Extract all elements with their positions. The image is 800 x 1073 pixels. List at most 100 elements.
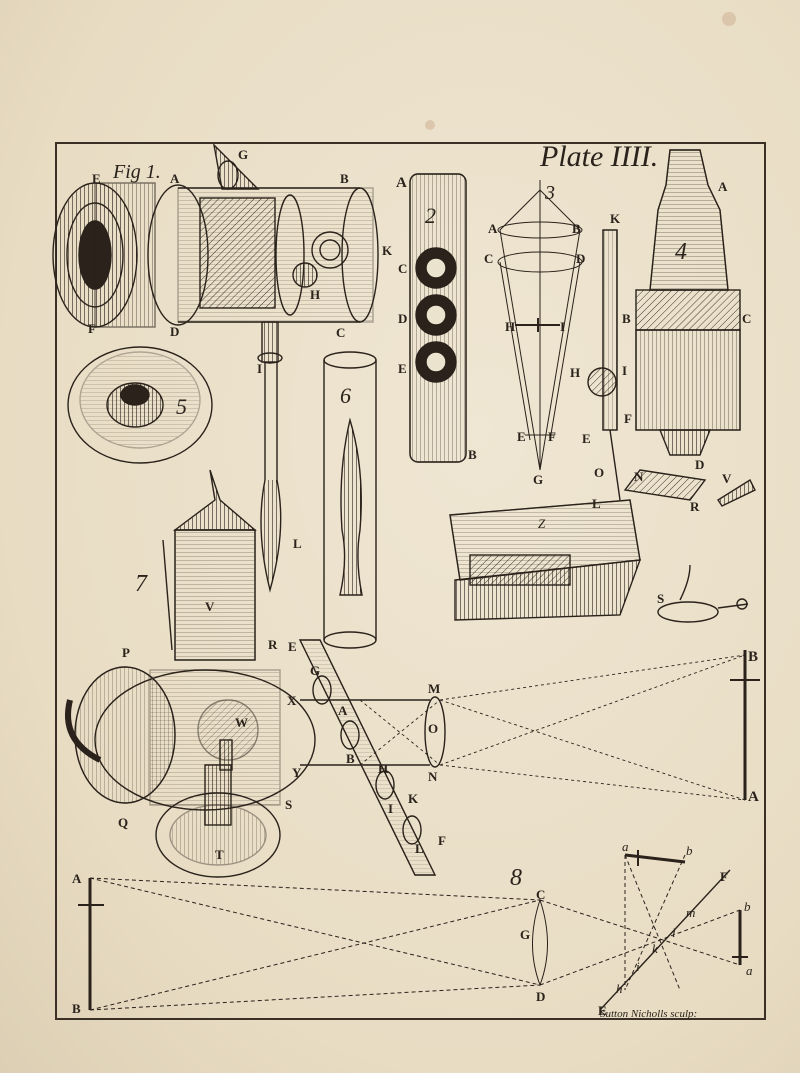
fig5-number: 5 bbox=[176, 394, 187, 419]
fig4-label-C: C bbox=[742, 311, 752, 326]
fig8-label-l: l bbox=[672, 925, 676, 940]
fig4-label-S: S bbox=[657, 591, 665, 606]
fig4-label-K: K bbox=[610, 211, 621, 226]
fig8-label-i: i bbox=[636, 959, 640, 974]
fig3-label-I: I bbox=[560, 319, 566, 334]
fig7-label-V: V bbox=[205, 599, 215, 614]
fig7-label-S: S bbox=[285, 797, 293, 812]
fig7-lantern bbox=[65, 469, 760, 878]
fig2-label-C: C bbox=[398, 261, 408, 276]
fig1-microscope bbox=[52, 142, 379, 593]
fig3-label-G: G bbox=[533, 472, 544, 487]
fig4-compound-microscope bbox=[449, 149, 756, 623]
fig3-label-A: A bbox=[488, 221, 498, 236]
fig7-label-N: N bbox=[428, 769, 438, 784]
fig4-label-F: F bbox=[624, 411, 632, 426]
fig4-label-V: V bbox=[722, 471, 732, 486]
fig7-label-E: E bbox=[288, 639, 297, 654]
fig4-label-I: I bbox=[622, 363, 628, 378]
fig8-label-G: G bbox=[520, 927, 531, 942]
fig1-label-D: D bbox=[170, 324, 180, 339]
fig4-label-E: E bbox=[582, 431, 591, 446]
fig7-number: 7 bbox=[135, 571, 147, 597]
fig6-number: 6 bbox=[340, 383, 351, 408]
fig8-label-E: E bbox=[598, 1003, 607, 1018]
fig1-number: Fig 1. bbox=[113, 161, 161, 183]
fig8-label-h: h bbox=[616, 981, 623, 996]
fig7-screen-label-B: B bbox=[748, 649, 759, 665]
fig2-label-D: D bbox=[398, 311, 408, 326]
foxing-spot bbox=[425, 120, 435, 130]
fig2-number: 2 bbox=[425, 203, 436, 228]
fig7-label-G: G bbox=[310, 663, 321, 678]
fig4-label-L: L bbox=[592, 496, 601, 511]
fig8-label-b-right: b bbox=[744, 899, 751, 914]
fig4-label-Z: Z bbox=[538, 516, 546, 531]
fig3-label-B: B bbox=[572, 221, 581, 236]
fig1-label-I: I bbox=[257, 361, 263, 376]
fig1-label-L: L bbox=[293, 536, 302, 551]
fig1-label-H: H bbox=[310, 287, 321, 302]
fig8-label-A: A bbox=[72, 871, 82, 886]
fig7-label-Y: Y bbox=[292, 765, 302, 780]
fig2-label-E: E bbox=[398, 361, 407, 376]
fig3-label-E: E bbox=[517, 429, 526, 444]
fig8-label-C: C bbox=[536, 887, 546, 902]
fig3-ray-diagram bbox=[497, 180, 583, 471]
fig7-label-P: P bbox=[122, 645, 130, 660]
fig1-label-B: B bbox=[340, 171, 349, 186]
fig1-label-E: E bbox=[92, 171, 101, 186]
fig4-label-N: N bbox=[634, 469, 644, 484]
fig4-number: 4 bbox=[675, 239, 687, 265]
fig7-label-T: T bbox=[215, 847, 224, 862]
fig7-label-I: I bbox=[388, 801, 394, 816]
fig4-label-B: B bbox=[622, 311, 631, 326]
fig4-label-H: H bbox=[570, 365, 581, 380]
fig8-label-B: B bbox=[72, 1001, 81, 1016]
fig8-label-a-right: a bbox=[746, 963, 753, 978]
fig7-label-M: M bbox=[428, 681, 441, 696]
fig4-label-R: R bbox=[690, 499, 700, 514]
fig7-label-W: W bbox=[235, 715, 248, 730]
fig3-label-D: D bbox=[576, 251, 586, 266]
fig3-label-C: C bbox=[484, 251, 494, 266]
fig4-label-D: D bbox=[695, 457, 705, 472]
fig8-label-b-top: b bbox=[686, 843, 693, 858]
fig8-label-m: m bbox=[686, 905, 696, 920]
foxing-spot bbox=[722, 12, 736, 26]
fig4-label-O: O bbox=[594, 465, 605, 480]
fig7-label-X: X bbox=[287, 693, 297, 708]
fig8-label-F: F bbox=[720, 869, 728, 884]
fig2-label-B: B bbox=[468, 447, 477, 462]
plate-title: Plate IIII. bbox=[540, 140, 659, 173]
fig7-label-A: A bbox=[338, 703, 348, 718]
fig1-label-F: F bbox=[88, 321, 96, 336]
fig8-number: 8 bbox=[510, 865, 522, 891]
fig1-label-A: A bbox=[170, 171, 180, 186]
fig3-label-H: H bbox=[505, 319, 516, 334]
fig7-label-R: R bbox=[268, 637, 278, 652]
fig3-number: 3 bbox=[545, 182, 555, 204]
fig3-label-F: F bbox=[548, 429, 556, 444]
fig8-lens-diagram bbox=[78, 850, 748, 1011]
fig8-label-k: k bbox=[652, 941, 658, 956]
fig7-label-B2: B bbox=[346, 751, 355, 766]
fig8-label-a-top: a bbox=[622, 839, 629, 854]
fig1-label-K: K bbox=[382, 243, 393, 258]
fig7-label-O: O bbox=[428, 721, 439, 736]
fig2-label-A: A bbox=[396, 175, 407, 191]
fig1-label-G: G bbox=[238, 147, 249, 162]
fig4-label-A: A bbox=[718, 179, 728, 194]
fig7-label-Q: Q bbox=[118, 815, 129, 830]
fig7-label-K: K bbox=[408, 791, 419, 806]
fig7-label-L: L bbox=[415, 841, 424, 856]
fig7-label-F: F bbox=[438, 833, 446, 848]
fig2-slider bbox=[409, 173, 467, 463]
fig1-label-C: C bbox=[336, 325, 346, 340]
fig8-label-D: D bbox=[536, 989, 546, 1004]
fig7-label-H: H bbox=[378, 761, 389, 776]
plate-frame bbox=[55, 142, 766, 1020]
engraver-credit: Sutton Nicholls sculp: bbox=[600, 1008, 698, 1020]
fig6-fish-tube bbox=[323, 351, 377, 649]
